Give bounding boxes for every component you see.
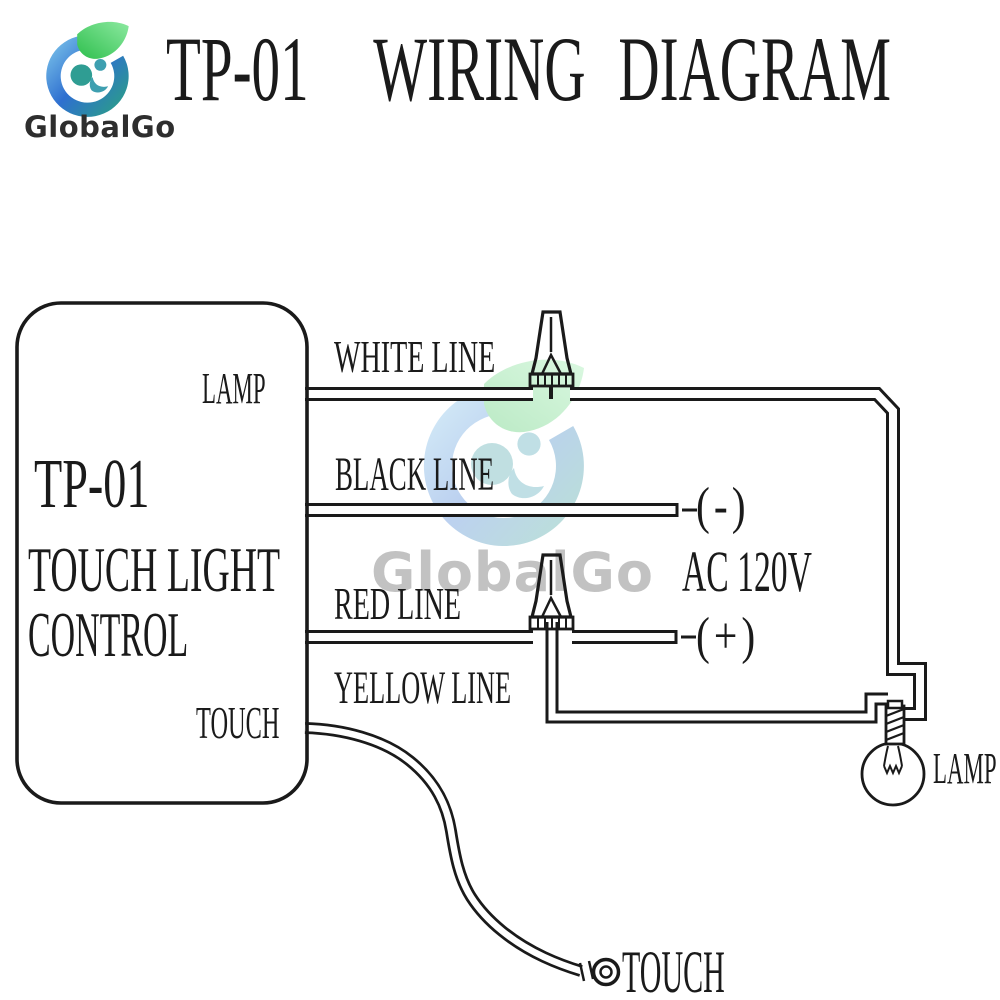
box-model-label: TP-01 [34, 446, 150, 523]
black-line-label: BLACK LINE [335, 448, 495, 501]
box-name-line2-label: CONTROL [28, 599, 189, 670]
ac-voltage-label: AC 120V [682, 539, 812, 604]
lamp-label: LAMP [933, 744, 997, 793]
watermark-brand-text: GlobalGo [371, 541, 654, 604]
wire-nut-red-icon [528, 553, 575, 631]
yellow-line-label: YELLOW LINE [334, 662, 512, 714]
white-line-label: WHITE LINE [334, 331, 496, 382]
touch-wire [304, 722, 583, 977]
lamp-feed-wire [545, 622, 888, 724]
globalgo-logo-icon [46, 21, 129, 117]
red-line-wire [305, 630, 696, 644]
control-box-outline [15, 301, 309, 805]
black-line-wire [305, 503, 697, 517]
negative-terminal-label: (-) [696, 478, 750, 535]
page-title: TP-01 WIRING DIAGRAM [166, 18, 891, 120]
red-line-label: RED LINE [334, 578, 462, 629]
touch-ring-terminal-icon [578, 957, 621, 987]
lamp-bulb-icon [860, 699, 926, 807]
globalgo-logo-text: GlobalGo [24, 110, 176, 144]
touch-label: TOUCH [622, 939, 725, 1000]
box-lamp-terminal-label: LAMP [202, 364, 266, 413]
white-line-wire [305, 387, 927, 721]
box-name-line1-label: TOUCH LIGHT [28, 534, 281, 605]
box-touch-terminal-label: TOUCH [196, 697, 280, 748]
positive-terminal-label: (+) [696, 608, 760, 665]
wire-nut-white-icon [528, 310, 575, 399]
